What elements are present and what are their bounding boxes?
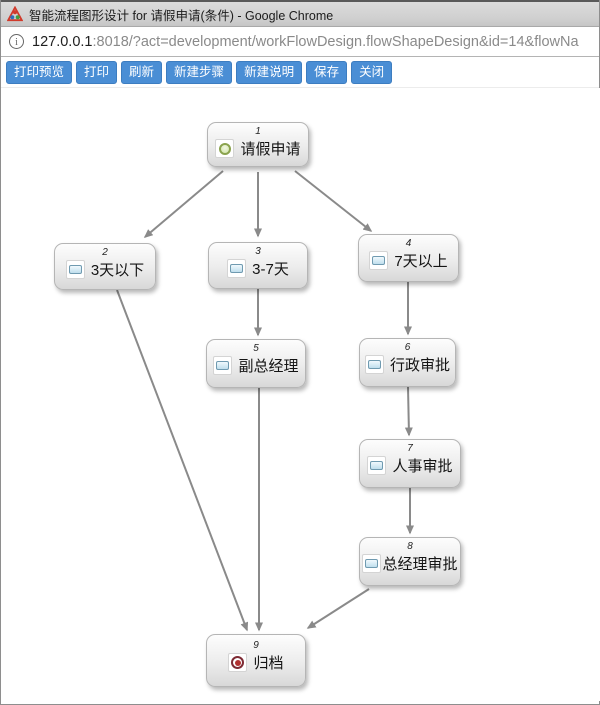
- node-number: 7: [407, 443, 413, 454]
- node-number: 4: [405, 238, 412, 249]
- node-label: 行政审批: [389, 357, 450, 374]
- task-node-icon: [227, 259, 247, 278]
- node-label: 请假申请: [240, 141, 301, 158]
- flow-node-under-3-days[interactable]: 2 3天以下: [54, 243, 156, 290]
- node-label: 总经理审批: [382, 556, 458, 573]
- app-logo-icon: [7, 6, 23, 22]
- new-step-button[interactable]: 新建步骤: [166, 60, 233, 84]
- node-label: 7天以上: [394, 253, 448, 270]
- node-number: 3: [255, 246, 261, 257]
- task-node-icon: [369, 251, 389, 270]
- print-button[interactable]: 打印: [76, 60, 118, 84]
- node-number: 6: [404, 342, 411, 353]
- window-title: 智能流程图形设计 for 请假申请(条件) - Google Chrome: [29, 8, 334, 23]
- task-node-icon: [367, 456, 387, 475]
- flow-connectors: [116, 170, 414, 632]
- address-bar: i 127.0.0.1:8018/?act=development/workFl…: [1, 27, 599, 57]
- node-label: 3-7天: [252, 261, 289, 278]
- url-path: :8018/?act=development/workFlowDesign.fl…: [92, 33, 579, 50]
- save-button[interactable]: 保存: [306, 60, 348, 84]
- task-node-icon: [65, 260, 85, 279]
- node-number: 1: [255, 126, 261, 137]
- node-number: 2: [102, 247, 108, 258]
- start-node-icon: [215, 139, 235, 158]
- flow-node-3-7-days[interactable]: 3 3-7天: [208, 242, 308, 289]
- title-bar: 智能流程图形设计 for 请假申请(条件) - Google Chrome: [1, 0, 599, 27]
- end-node-icon: [228, 653, 248, 672]
- new-note-button[interactable]: 新建说明: [236, 60, 303, 84]
- print-preview-button[interactable]: 打印预览: [6, 60, 73, 84]
- task-node-icon: [362, 554, 382, 573]
- close-button[interactable]: 关闭: [351, 60, 393, 84]
- node-number: 8: [407, 541, 413, 552]
- flow-node-hr-approval[interactable]: 7 人事审批: [359, 439, 461, 488]
- refresh-button[interactable]: 刷新: [121, 60, 163, 84]
- node-label: 人事审批: [392, 458, 453, 475]
- flow-node-over-7-days[interactable]: 4 7天以上: [358, 234, 459, 282]
- flow-node-start[interactable]: 1 请假申请: [207, 122, 309, 167]
- flow-node-deputy-gm[interactable]: 5 副总经理: [206, 339, 306, 388]
- node-number: 5: [253, 343, 259, 354]
- url-text[interactable]: 127.0.0.1:8018/?act=development/workFlow…: [32, 34, 579, 50]
- node-label: 3天以下: [90, 262, 145, 279]
- toolbar: 打印预览 打印 刷新 新建步骤 新建说明 保存 关闭: [1, 57, 599, 88]
- info-icon[interactable]: i: [9, 34, 24, 49]
- flow-node-admin-approval[interactable]: 6 行政审批: [359, 338, 456, 387]
- node-number: 9: [253, 640, 259, 651]
- flow-node-gm-approval[interactable]: 8 总经理审批: [359, 537, 461, 586]
- url-host: 127.0.0.1: [32, 33, 93, 50]
- node-label: 归档: [253, 655, 284, 672]
- task-node-icon: [213, 356, 233, 375]
- task-node-icon: [364, 355, 384, 374]
- node-label: 副总经理: [238, 358, 299, 375]
- flow-canvas[interactable]: 1 请假申请 2 3天以下 3 3-7天 4: [1, 88, 600, 701]
- flow-node-archive[interactable]: 9 归档: [206, 634, 306, 687]
